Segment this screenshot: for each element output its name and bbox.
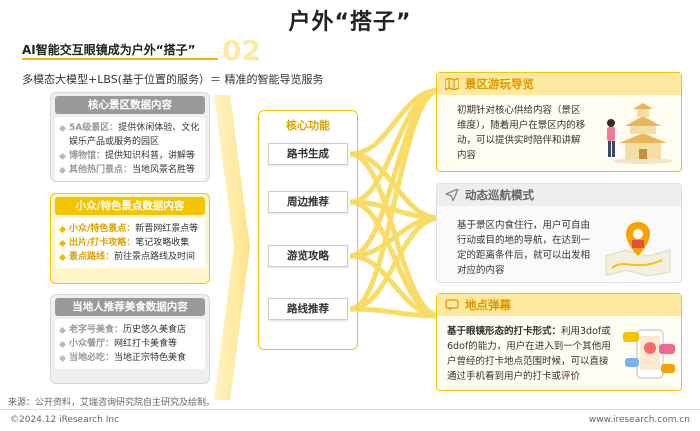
card-text: 利用3dof或6dof的能力，用户在进入到一个其他用户曾经的打卡地点范围时候，可… — [447, 326, 611, 382]
card-title: 动态巡航模式 — [465, 188, 534, 202]
card-header: 景区游玩导览 — [437, 73, 681, 95]
core-function-guide[interactable]: 游览攻略 — [268, 245, 348, 267]
item-key: 当地必吃： — [69, 353, 115, 363]
page-title: 户外“搭子” — [288, 10, 412, 35]
copyright-text: ©2024.12 iResearch Inc — [10, 415, 120, 425]
card-text: 基于景区内食住行，用户可自由行动或目的地的导航，在达到一定的距离条件后，就可以出… — [457, 220, 591, 276]
chat-bubble-icon — [445, 299, 459, 311]
panel-body: 5A级景区：提供休闲体验、文化娱乐产品或服务的园区 博物馆：提供知识科普，讲解等… — [55, 117, 205, 181]
map-icon — [445, 78, 459, 90]
formula-text: 多模态大模型+LBS(基于位置的服务）＝ 精准的智能导览服务 — [22, 73, 324, 86]
item-key: 其他热门景点： — [69, 165, 133, 175]
card-text: 初期针对核心供给内容（景区维度），随着用户在景区内的移动，可以提供实时陪伴和讲解… — [457, 105, 586, 161]
diamond-bullet-icon — [58, 239, 67, 247]
panel-heading: 当地人推荐美食数据内容 — [55, 298, 205, 316]
item-value: 当地正宗特色美食 — [114, 353, 187, 363]
source-note: 来源：公开资料，艾瑞咨询研究院自主研究及绘制。 — [8, 398, 216, 408]
website-link[interactable]: www.iresearch.com.cn — [588, 415, 690, 425]
item-key: 小众/特色景点： — [69, 224, 136, 234]
navigation-arrow-icon — [445, 189, 459, 201]
core-function-route[interactable]: 路线推荐 — [268, 298, 348, 320]
diamond-bullet-icon — [58, 166, 67, 174]
card-header: 地点弹幕 — [437, 294, 681, 316]
item-key: 5A级景区： — [69, 123, 119, 133]
card-text-bold: 基于眼镜形态的打卡形式： — [447, 326, 562, 337]
diamond-bullet-icon — [58, 354, 67, 362]
item-key: 老字号美食： — [69, 325, 124, 335]
card-header: 动态巡航模式 — [437, 184, 681, 206]
chevron-arrow-icon — [214, 95, 250, 400]
item-value: 笔记攻略收集 — [135, 238, 190, 248]
diamond-bullet-icon — [58, 326, 67, 334]
list-item: 小众餐厅：网红打卡美食等 — [58, 337, 200, 351]
list-item: 5A级景区：提供休闲体验、文化娱乐产品或服务的园区 — [58, 121, 200, 149]
item-value: 网红打卡美食等 — [114, 339, 178, 349]
panel-heading: 小众/特色景点数据内容 — [55, 197, 205, 215]
list-item: 出片/打卡攻略：笔记攻略收集 — [58, 236, 200, 250]
item-value: 前往景点路线及时间 — [114, 252, 196, 262]
item-key: 出片/打卡攻略： — [69, 238, 136, 248]
list-item: 景点路线：前往景点路线及时间 — [58, 250, 200, 264]
diamond-bullet-icon — [58, 253, 67, 261]
item-value: 历史悠久美食店 — [123, 325, 187, 335]
panel-heading: 核心景区数据内容 — [55, 96, 205, 114]
decorative-section-number: 02 — [222, 34, 261, 67]
core-function-route-book[interactable]: 路书生成 — [268, 143, 348, 165]
list-item: 其他热门景点：当地风景名胜等 — [58, 163, 200, 177]
item-value: 当地风景名胜等 — [132, 165, 196, 175]
subtitle-underline — [22, 58, 218, 60]
list-item: 博物馆：提供知识科普，讲解等 — [58, 149, 200, 163]
item-value: 提供休闲体验、文化娱乐产品或服务的园区 — [69, 123, 200, 147]
card-location-danmaku: 地点弹幕 基于眼镜形态的打卡形式：利用3dof或6dof的能力，用户在进入到一个… — [436, 293, 682, 391]
item-value: 新晋网红景点等 — [135, 224, 199, 234]
card-text-block: 基于眼镜形态的打卡形式：利用3dof或6dof的能力，用户在进入到一个其他用户曾… — [447, 324, 615, 384]
list-item: 当地必吃：当地正宗特色美食 — [58, 351, 200, 365]
panel-local-food: 当地人推荐美食数据内容 老字号美食：历史悠久美食店 小众餐厅：网红打卡美食等 当… — [50, 294, 210, 384]
card-title: 景区游玩导览 — [465, 77, 534, 91]
panel-niche-spots: 小众/特色景点数据内容 小众/特色景点：新晋网红景点等 出片/打卡攻略：笔记攻略… — [50, 193, 210, 284]
panel-body: 小众/特色景点：新晋网红景点等 出片/打卡攻略：笔记攻略收集 景点路线：前往景点… — [55, 218, 205, 268]
item-key: 博物馆： — [69, 151, 106, 161]
list-item: 老字号美食：历史悠久美食店 — [58, 323, 200, 337]
core-functions-title: 核心功能 — [286, 119, 330, 132]
section-subtitle: AI智能交互眼镜成为户外“搭子” — [22, 43, 196, 57]
footer-divider — [0, 409, 700, 410]
diamond-bullet-icon — [58, 340, 67, 348]
item-key: 小众餐厅： — [69, 339, 115, 349]
core-function-nearby[interactable]: 周边推荐 — [268, 191, 348, 213]
map-pin-illustration — [605, 222, 671, 276]
card-title: 地点弹幕 — [465, 298, 511, 312]
phone-checkin-illustration — [623, 329, 675, 379]
flow-connectors — [350, 87, 440, 319]
diamond-bullet-icon — [58, 124, 67, 132]
panel-body: 老字号美食：历史悠久美食店 小众餐厅：网红打卡美食等 当地必吃：当地正宗特色美食 — [55, 319, 205, 369]
item-key: 景点路线： — [69, 252, 115, 262]
diamond-bullet-icon — [58, 152, 67, 160]
card-scenic-guide: 景区游玩导览 初期针对核心供给内容（景区维度），随着用户在景区内的移动，可以提供… — [436, 72, 682, 172]
diamond-bullet-icon — [58, 225, 67, 233]
item-value: 提供知识科普，讲解等 — [105, 151, 196, 161]
pagoda-traveler-illustration — [607, 103, 673, 164]
panel-core-scenic: 核心景区数据内容 5A级景区：提供休闲体验、文化娱乐产品或服务的园区 博物馆：提… — [50, 92, 210, 182]
card-dynamic-cruise: 动态巡航模式 基于景区内食住行，用户可自由行动或目的地的导航，在达到一定的距离条… — [436, 183, 682, 283]
list-item: 小众/特色景点：新晋网红景点等 — [58, 222, 200, 236]
